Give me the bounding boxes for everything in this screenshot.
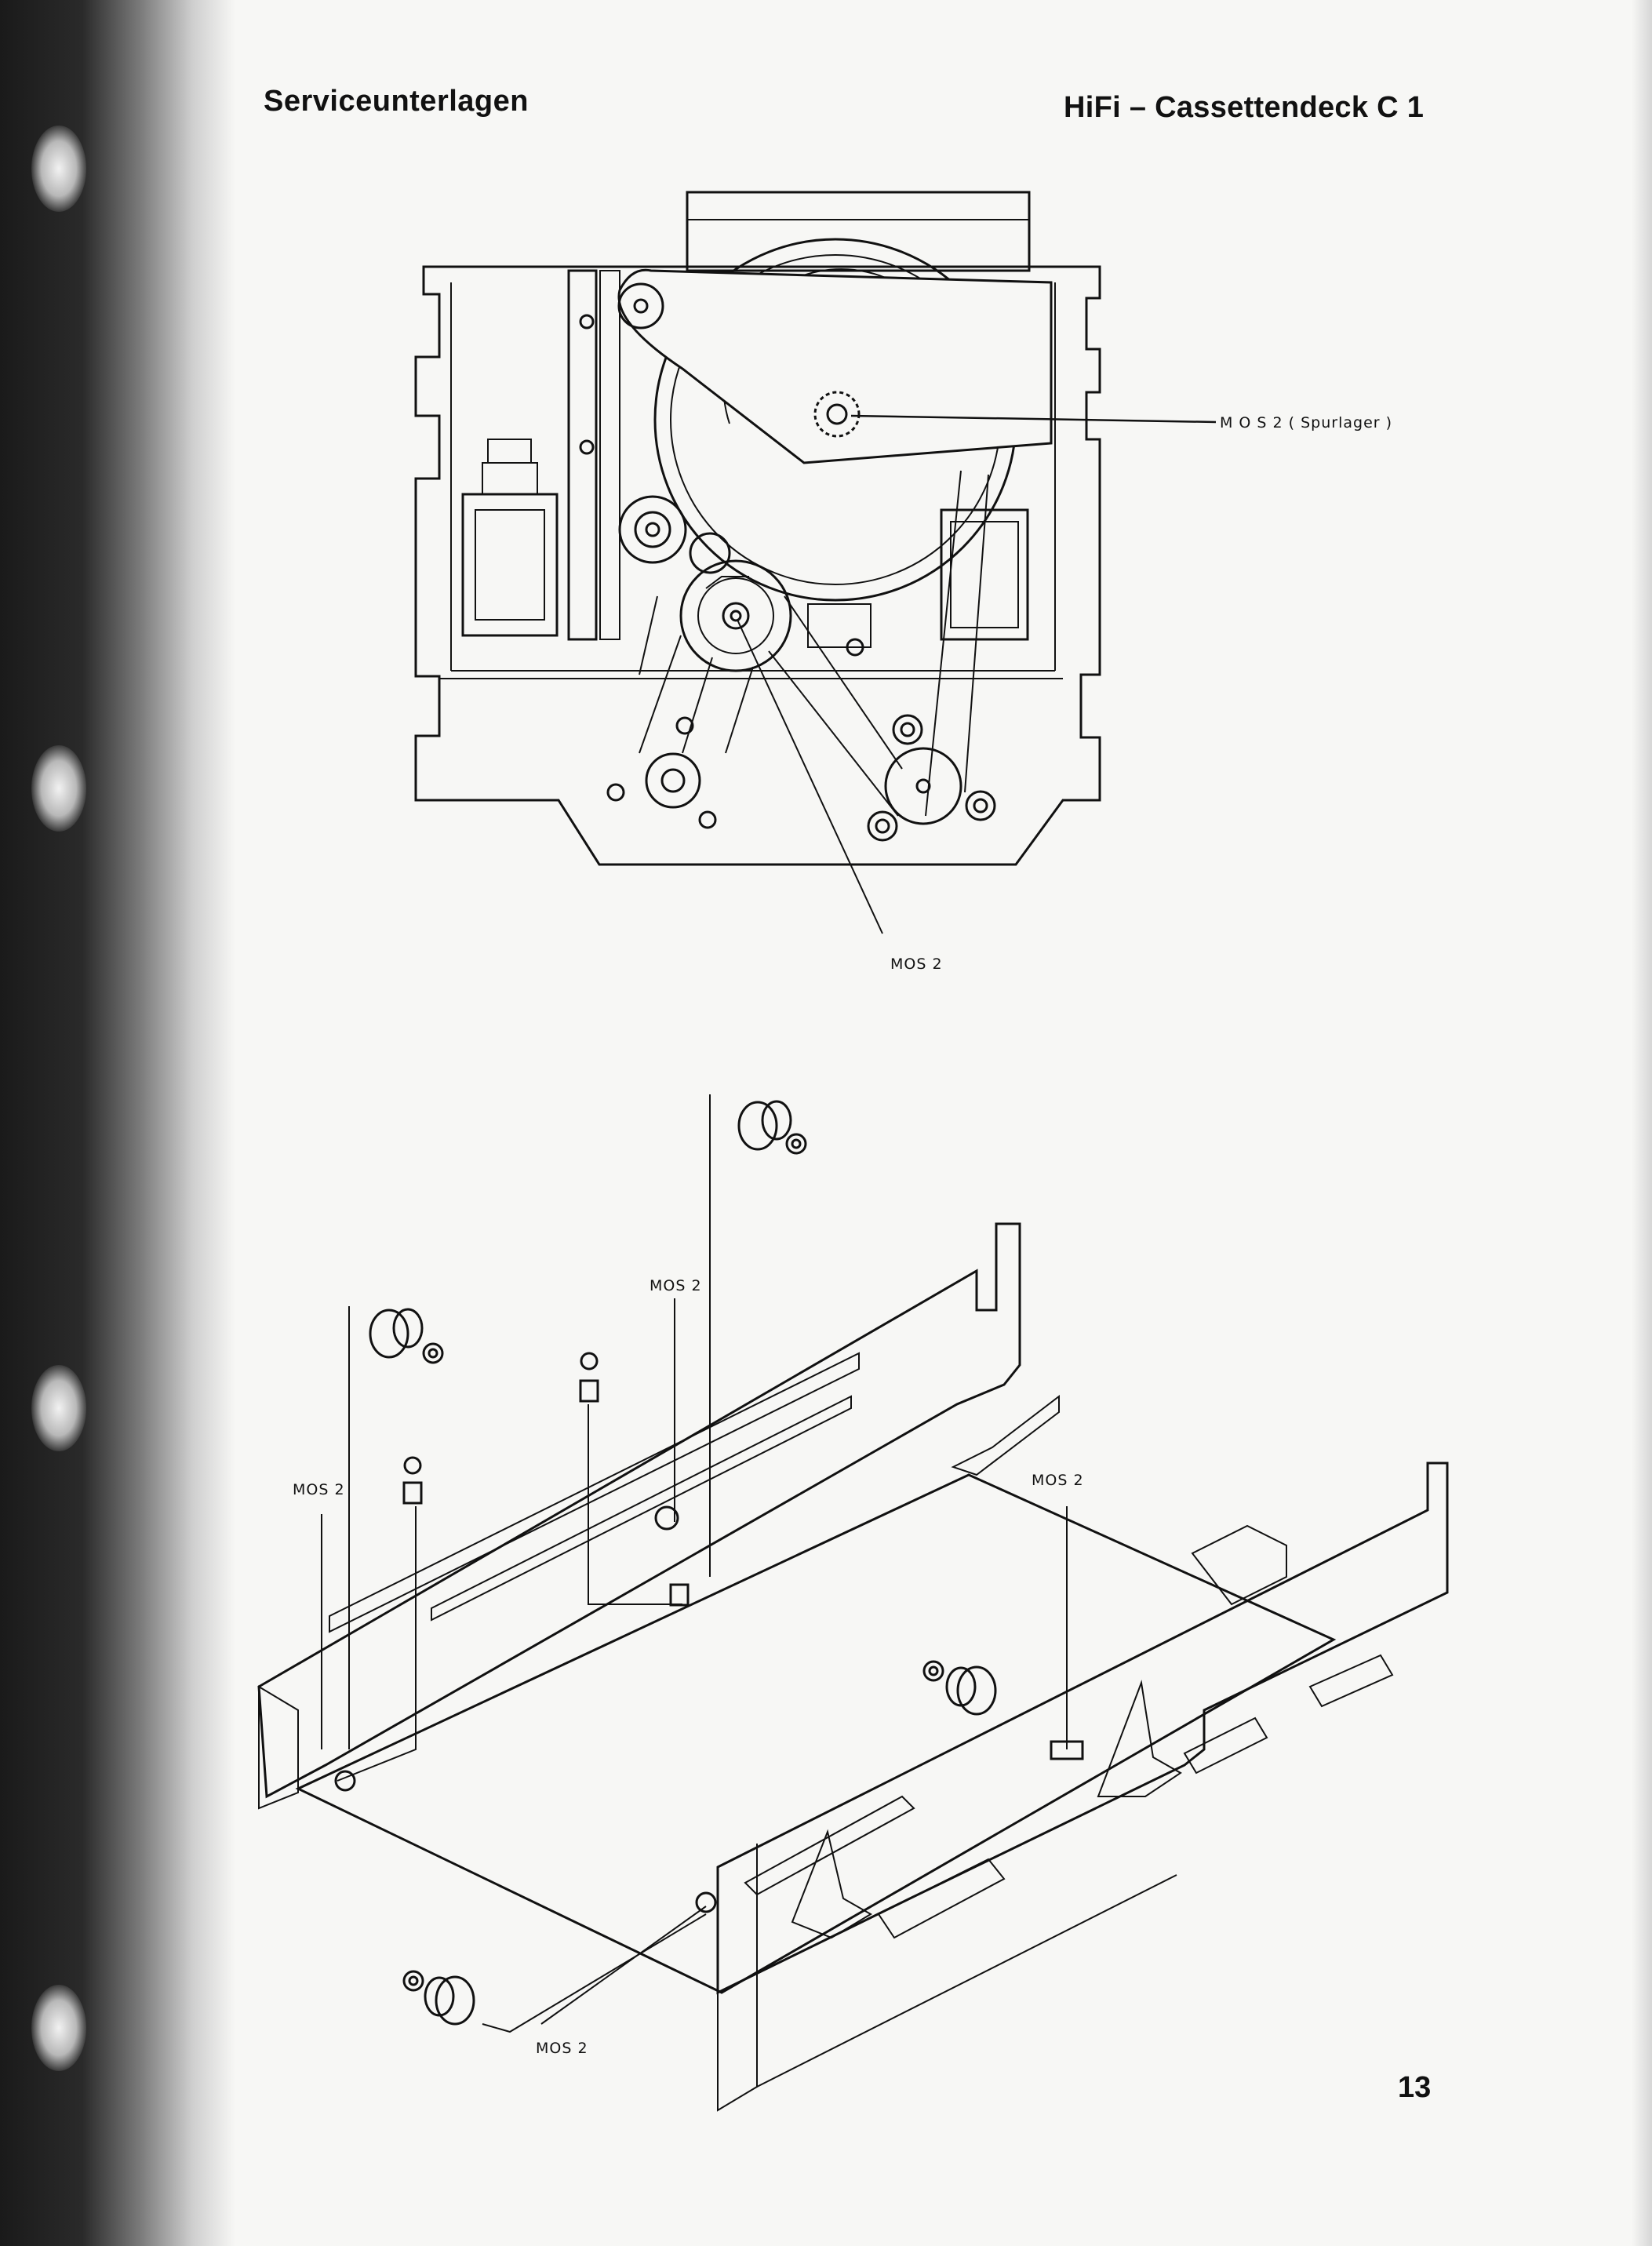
header-section-title: Serviceunterlagen [264, 85, 529, 118]
callout-mos2: MOS 2 [890, 956, 943, 973]
callout-mos2-right: MOS 2 [1032, 1472, 1084, 1489]
callout-leader [737, 619, 883, 934]
rubber-mount [369, 1308, 444, 1364]
callout-mos2-rear: MOS 2 [650, 1277, 702, 1294]
solenoid-left [461, 493, 559, 637]
pulley-small [618, 495, 687, 564]
chassis-outline [414, 265, 1101, 866]
support-bracket [1097, 1680, 1182, 1797]
solenoid-right [940, 508, 1029, 641]
capstan-pulley [679, 559, 792, 672]
support-bracket [791, 1829, 872, 1939]
rubber-mount [402, 1970, 475, 2026]
callout-leader [850, 414, 1217, 424]
callout-mos2-front: MOS 2 [536, 2040, 588, 2057]
binding-hole [31, 745, 86, 832]
book-spine-shadow [0, 0, 235, 2246]
pulley-lower-left [645, 752, 701, 809]
rubber-mount [737, 1100, 807, 1155]
binding-hole [31, 1985, 86, 2071]
callout-mos2-spurlager: M O S 2 ( Spurlager ) [1220, 414, 1392, 431]
chassis-base-plate [295, 1473, 1337, 1994]
track-bearing [813, 391, 861, 438]
page-edge [1632, 0, 1652, 2246]
binding-hole [31, 126, 86, 212]
callout-mos2-left: MOS 2 [293, 1481, 345, 1498]
chassis-left-wall [257, 1222, 1021, 1799]
binding-hole [31, 1365, 86, 1451]
slide-rail [329, 1352, 860, 1633]
top-mechanism-drawing: M O S 2 ( Spurlager ) MOS 2 [414, 191, 1392, 973]
chassis-right-wall [716, 1462, 1449, 1995]
rubber-mount [922, 1660, 997, 1716]
page-number: 13 [1398, 2071, 1432, 2104]
flywheel-bracket-arm [617, 268, 1053, 464]
slide-rail [567, 269, 598, 641]
header-device-title: HiFi – Cassettendeck C 1 [1064, 91, 1425, 124]
pulley-lower-right [884, 747, 962, 825]
